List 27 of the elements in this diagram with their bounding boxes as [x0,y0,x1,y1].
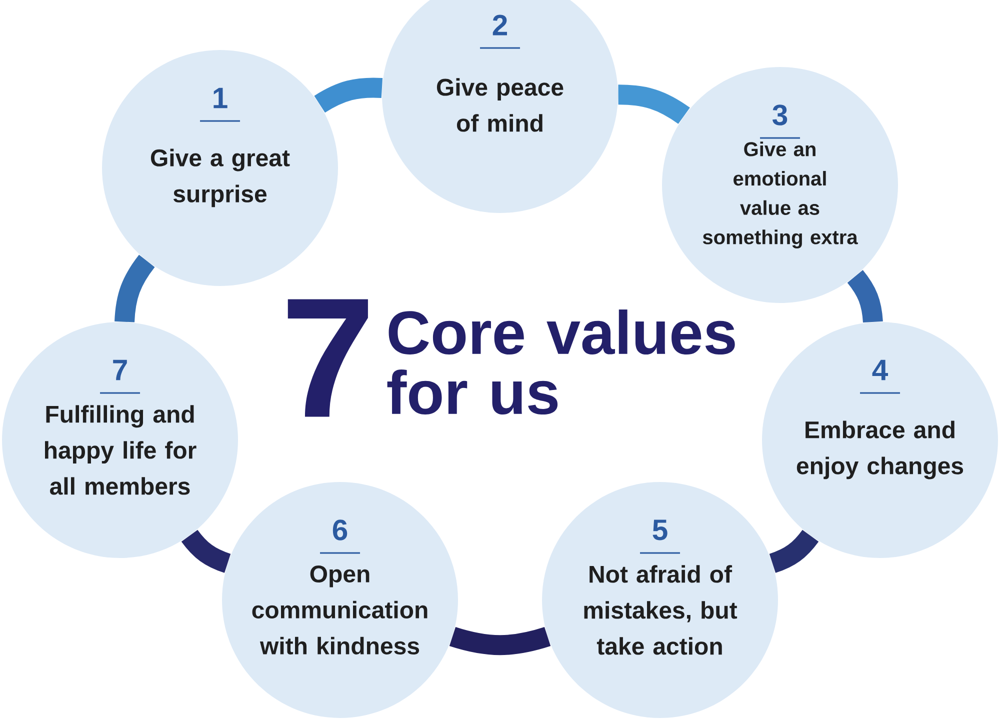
value-circle [662,67,898,303]
value-number: 4 [872,360,888,380]
value-circle [762,322,998,558]
ring-segment [769,530,819,573]
value-number: 7 [113,360,127,380]
big-number: 7 [288,299,368,417]
ring-segment [618,84,690,124]
value-number: 5 [652,520,668,540]
value-text: Open communication with kindness [252,565,428,654]
value-circle [2,322,238,558]
value-circle [102,50,338,286]
value-text: Give an emotional value as something extra [702,142,858,248]
value-text: Give a great surprise [150,148,290,208]
value-text: Fulfilling and happy life for all members [45,405,196,495]
ring-segment [847,270,883,323]
value-circle [542,482,778,718]
value-number: 1 [214,88,228,108]
value-text: Not afraid of mistakes, but take action [584,565,738,655]
ring-segment [450,626,550,656]
value-number: 3 [772,104,788,126]
value-text: Give peace of mind [436,78,564,132]
value-circle [222,482,458,718]
title: Core values for us [387,309,735,415]
value-text: Embrace and enjoy changes [796,420,964,480]
value-number: 6 [332,520,348,540]
ring-segment [182,530,231,573]
value-number: 2 [492,14,507,36]
